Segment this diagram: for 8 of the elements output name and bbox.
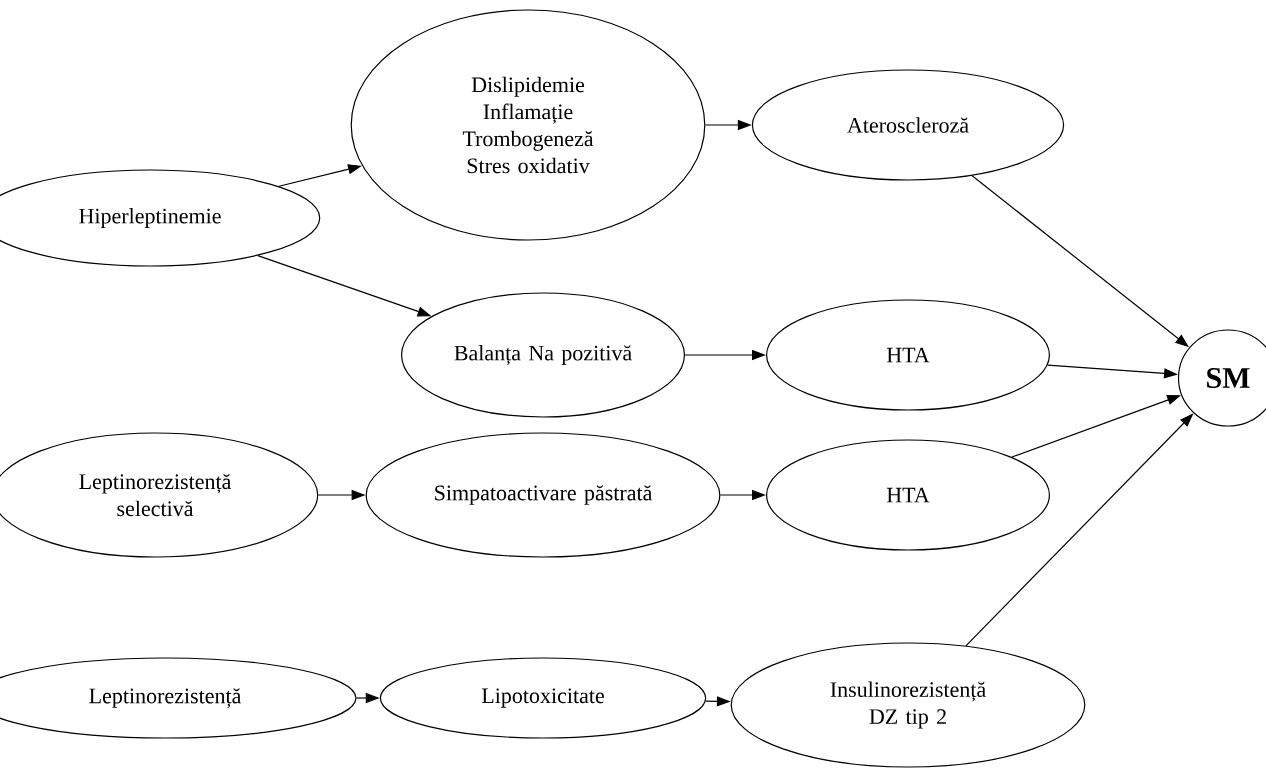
ellipse-node: Insulinorezistență DZ tip 2 xyxy=(730,642,1086,768)
ellipse-node: Ateroscleroză xyxy=(751,69,1065,181)
ellipse-node: Lipotoxicitate xyxy=(379,657,707,739)
ellipse-node: Dislipidemie Inflamație Trombogeneză Stres oxidativ xyxy=(350,9,706,241)
ellipse-node: Simpatoactivare păstrată xyxy=(365,432,721,558)
ellipse-node: HTA xyxy=(766,299,1051,411)
ellipse-node: HTA xyxy=(766,439,1051,551)
ellipse-node: Balanța Na pozitivă xyxy=(400,292,686,418)
